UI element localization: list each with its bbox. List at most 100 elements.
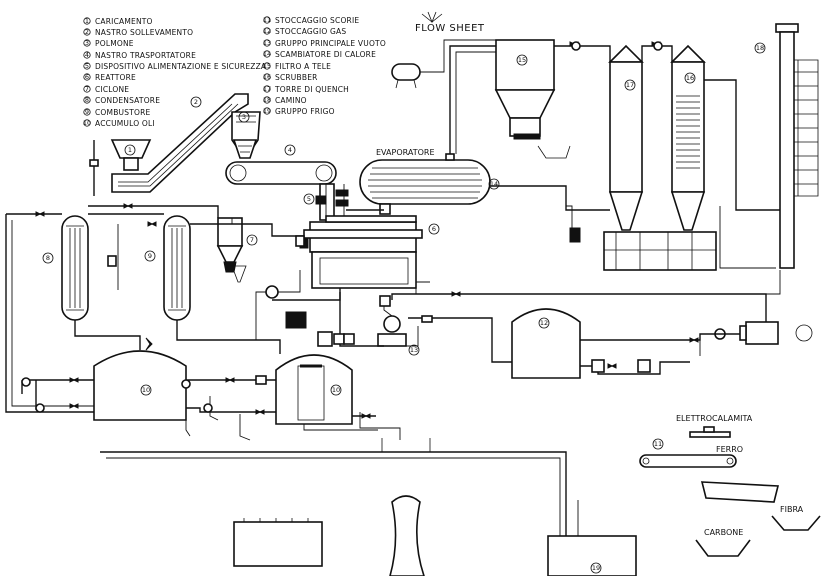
- svg-text:CONDENSATORE: CONDENSATORE: [95, 96, 160, 105]
- svg-text:REATTORE: REATTORE: [95, 73, 136, 82]
- reactor: 6: [299, 215, 440, 289]
- slag-storage-conveyor: 11: [639, 438, 737, 468]
- gas-storage-tank: 12: [511, 308, 581, 379]
- legend-left: 1 CARICAMENTO 2 NASTRO SOLLEVAMENTO 3 PO…: [83, 17, 267, 128]
- legend-item: 10 ACCUMULO OLI: [83, 119, 155, 128]
- svg-text:COMBUSTORE: COMBUSTORE: [95, 108, 151, 117]
- svg-text:4: 4: [288, 146, 292, 154]
- carbon-bin: [695, 539, 751, 557]
- legend-item: 12 STOCCAGGIO GAS: [263, 27, 346, 36]
- legend-item: 4 NASTRO TRASPORTATORE: [83, 51, 196, 60]
- svg-text:5: 5: [85, 62, 89, 70]
- svg-text:STOCCAGGIO GAS: STOCCAGGIO GAS: [275, 27, 346, 36]
- vacuum-pump-group: 13: [377, 315, 420, 356]
- svg-text:19: 19: [592, 564, 600, 572]
- fibre-chute: [700, 481, 780, 503]
- legend-item: 1 CARICAMENTO: [83, 17, 153, 26]
- belt-conveyor: 4: [225, 144, 337, 185]
- chimney-stack: 18: [754, 23, 819, 269]
- svg-text:2: 2: [194, 98, 198, 106]
- electromagnet: [689, 426, 731, 438]
- svg-text:8: 8: [46, 254, 50, 262]
- legend-item: 5 DISPOSITIVO ALIMENTAZIONE E SICUREZZA: [83, 62, 267, 71]
- svg-text:1: 1: [128, 146, 132, 154]
- tower-base-frame: [603, 231, 717, 271]
- compressor-tank: [391, 63, 421, 89]
- svg-text:7: 7: [85, 85, 89, 93]
- svg-text:TORRE DI QUENCH: TORRE DI QUENCH: [274, 85, 349, 94]
- svg-text:NASTRO TRASPORTATORE: NASTRO TRASPORTATORE: [95, 51, 196, 60]
- legend-item: 18 CAMINO: [263, 96, 307, 105]
- small-collector: [381, 438, 431, 453]
- svg-text:GRUPPO FRIGO: GRUPPO FRIGO: [275, 107, 335, 116]
- svg-text:4: 4: [85, 51, 89, 59]
- svg-text:GRUPPO PRINCIPALE VUOTO: GRUPPO PRINCIPALE VUOTO: [275, 39, 386, 48]
- svg-text:CARICAMENTO: CARICAMENTO: [95, 17, 153, 26]
- svg-text:NASTRO SOLLEVAMENTO: NASTRO SOLLEVAMENTO: [95, 28, 193, 37]
- svg-text:9: 9: [85, 108, 89, 116]
- svg-text:17: 17: [263, 85, 271, 93]
- legend-item: 13 GRUPPO PRINCIPALE VUOTO: [263, 39, 386, 48]
- svg-text:15: 15: [263, 62, 271, 70]
- cyclone: 7: [216, 217, 258, 283]
- svg-text:11: 11: [263, 16, 271, 24]
- svg-text:19: 19: [263, 107, 271, 115]
- oil-storage-tank-a: 10: [93, 350, 187, 421]
- svg-text:15: 15: [518, 56, 526, 64]
- quench-tower: 17: [608, 44, 644, 231]
- oil-storage-tank-b: 10: [275, 354, 353, 425]
- label-ferro: FERRO: [716, 445, 743, 454]
- svg-text:SCAMBIATORE DI CALORE: SCAMBIATORE DI CALORE: [275, 50, 376, 59]
- feed-safety-device: 5: [303, 183, 349, 221]
- hopper-caricamento: 1: [110, 139, 152, 171]
- legend-item: 7 CICLONE: [83, 85, 129, 94]
- label-carbone: CARBONE: [704, 528, 743, 537]
- lifting-conveyor: 2: [111, 93, 249, 193]
- legend-item: 14 SCAMBIATORE DI CALORE: [263, 50, 376, 59]
- svg-text:6: 6: [85, 73, 89, 81]
- flow-sheet-title: FLOW SHEET: [415, 23, 485, 34]
- svg-text:10: 10: [83, 119, 91, 127]
- svg-text:DISPOSITIVO ALIMENTAZIONE E SI: DISPOSITIVO ALIMENTAZIONE E SICUREZZA: [95, 62, 267, 71]
- evaporator-heat-exchanger: 14: [359, 153, 500, 215]
- legend-item: 19 GRUPPO FRIGO: [263, 107, 335, 116]
- svg-text:POLMONE: POLMONE: [95, 39, 134, 48]
- legend-item: 15 FILTRO A TELE: [263, 62, 331, 71]
- legend-item: 17 TORRE DI QUENCH: [263, 85, 349, 94]
- combustor: 9: [144, 215, 191, 321]
- legend-item: 8 CONDENSATORE: [83, 96, 160, 105]
- label-fibra: FIBRA: [780, 505, 804, 514]
- piping-network: [5, 39, 781, 536]
- svg-text:13: 13: [263, 39, 271, 47]
- scrubber-tower: 16: [670, 44, 706, 231]
- svg-text:STOCCAGGIO SCORIE: STOCCAGGIO SCORIE: [275, 16, 359, 25]
- svg-text:18: 18: [263, 96, 271, 104]
- svg-text:17: 17: [626, 81, 634, 89]
- bag-filter: 15: [494, 39, 571, 159]
- svg-text:5: 5: [307, 195, 311, 203]
- svg-text:16: 16: [686, 74, 694, 82]
- svg-text:ACCUMULO OLI: ACCUMULO OLI: [95, 119, 155, 128]
- refrigeration-unit: 19: [547, 535, 637, 576]
- svg-text:14: 14: [263, 50, 271, 58]
- svg-text:CICLONE: CICLONE: [95, 85, 129, 94]
- svg-text:3: 3: [242, 113, 246, 121]
- svg-text:9: 9: [148, 252, 152, 260]
- svg-text:16: 16: [263, 73, 271, 81]
- legend-item: 16 SCRUBBER: [263, 73, 317, 82]
- svg-text:12: 12: [540, 319, 548, 327]
- svg-text:7: 7: [250, 236, 254, 244]
- svg-text:10: 10: [142, 386, 150, 394]
- legend-right: 11 STOCCAGGIO SCORIE 12 STOCCAGGIO GAS 1…: [263, 16, 386, 116]
- label-evaporatore: EVAPORATORE: [376, 148, 435, 157]
- legend-item: 3 POLMONE: [83, 39, 134, 48]
- legend-item: 11 STOCCAGGIO SCORIE: [263, 16, 359, 25]
- legend-item: 6 REATTORE: [83, 73, 136, 82]
- svg-text:12: 12: [263, 27, 271, 35]
- svg-text:6: 6: [432, 225, 436, 233]
- svg-text:13: 13: [410, 346, 418, 354]
- svg-text:10: 10: [332, 386, 340, 394]
- water-tank: [233, 518, 323, 567]
- svg-text:FILTRO A TELE: FILTRO A TELE: [275, 62, 331, 71]
